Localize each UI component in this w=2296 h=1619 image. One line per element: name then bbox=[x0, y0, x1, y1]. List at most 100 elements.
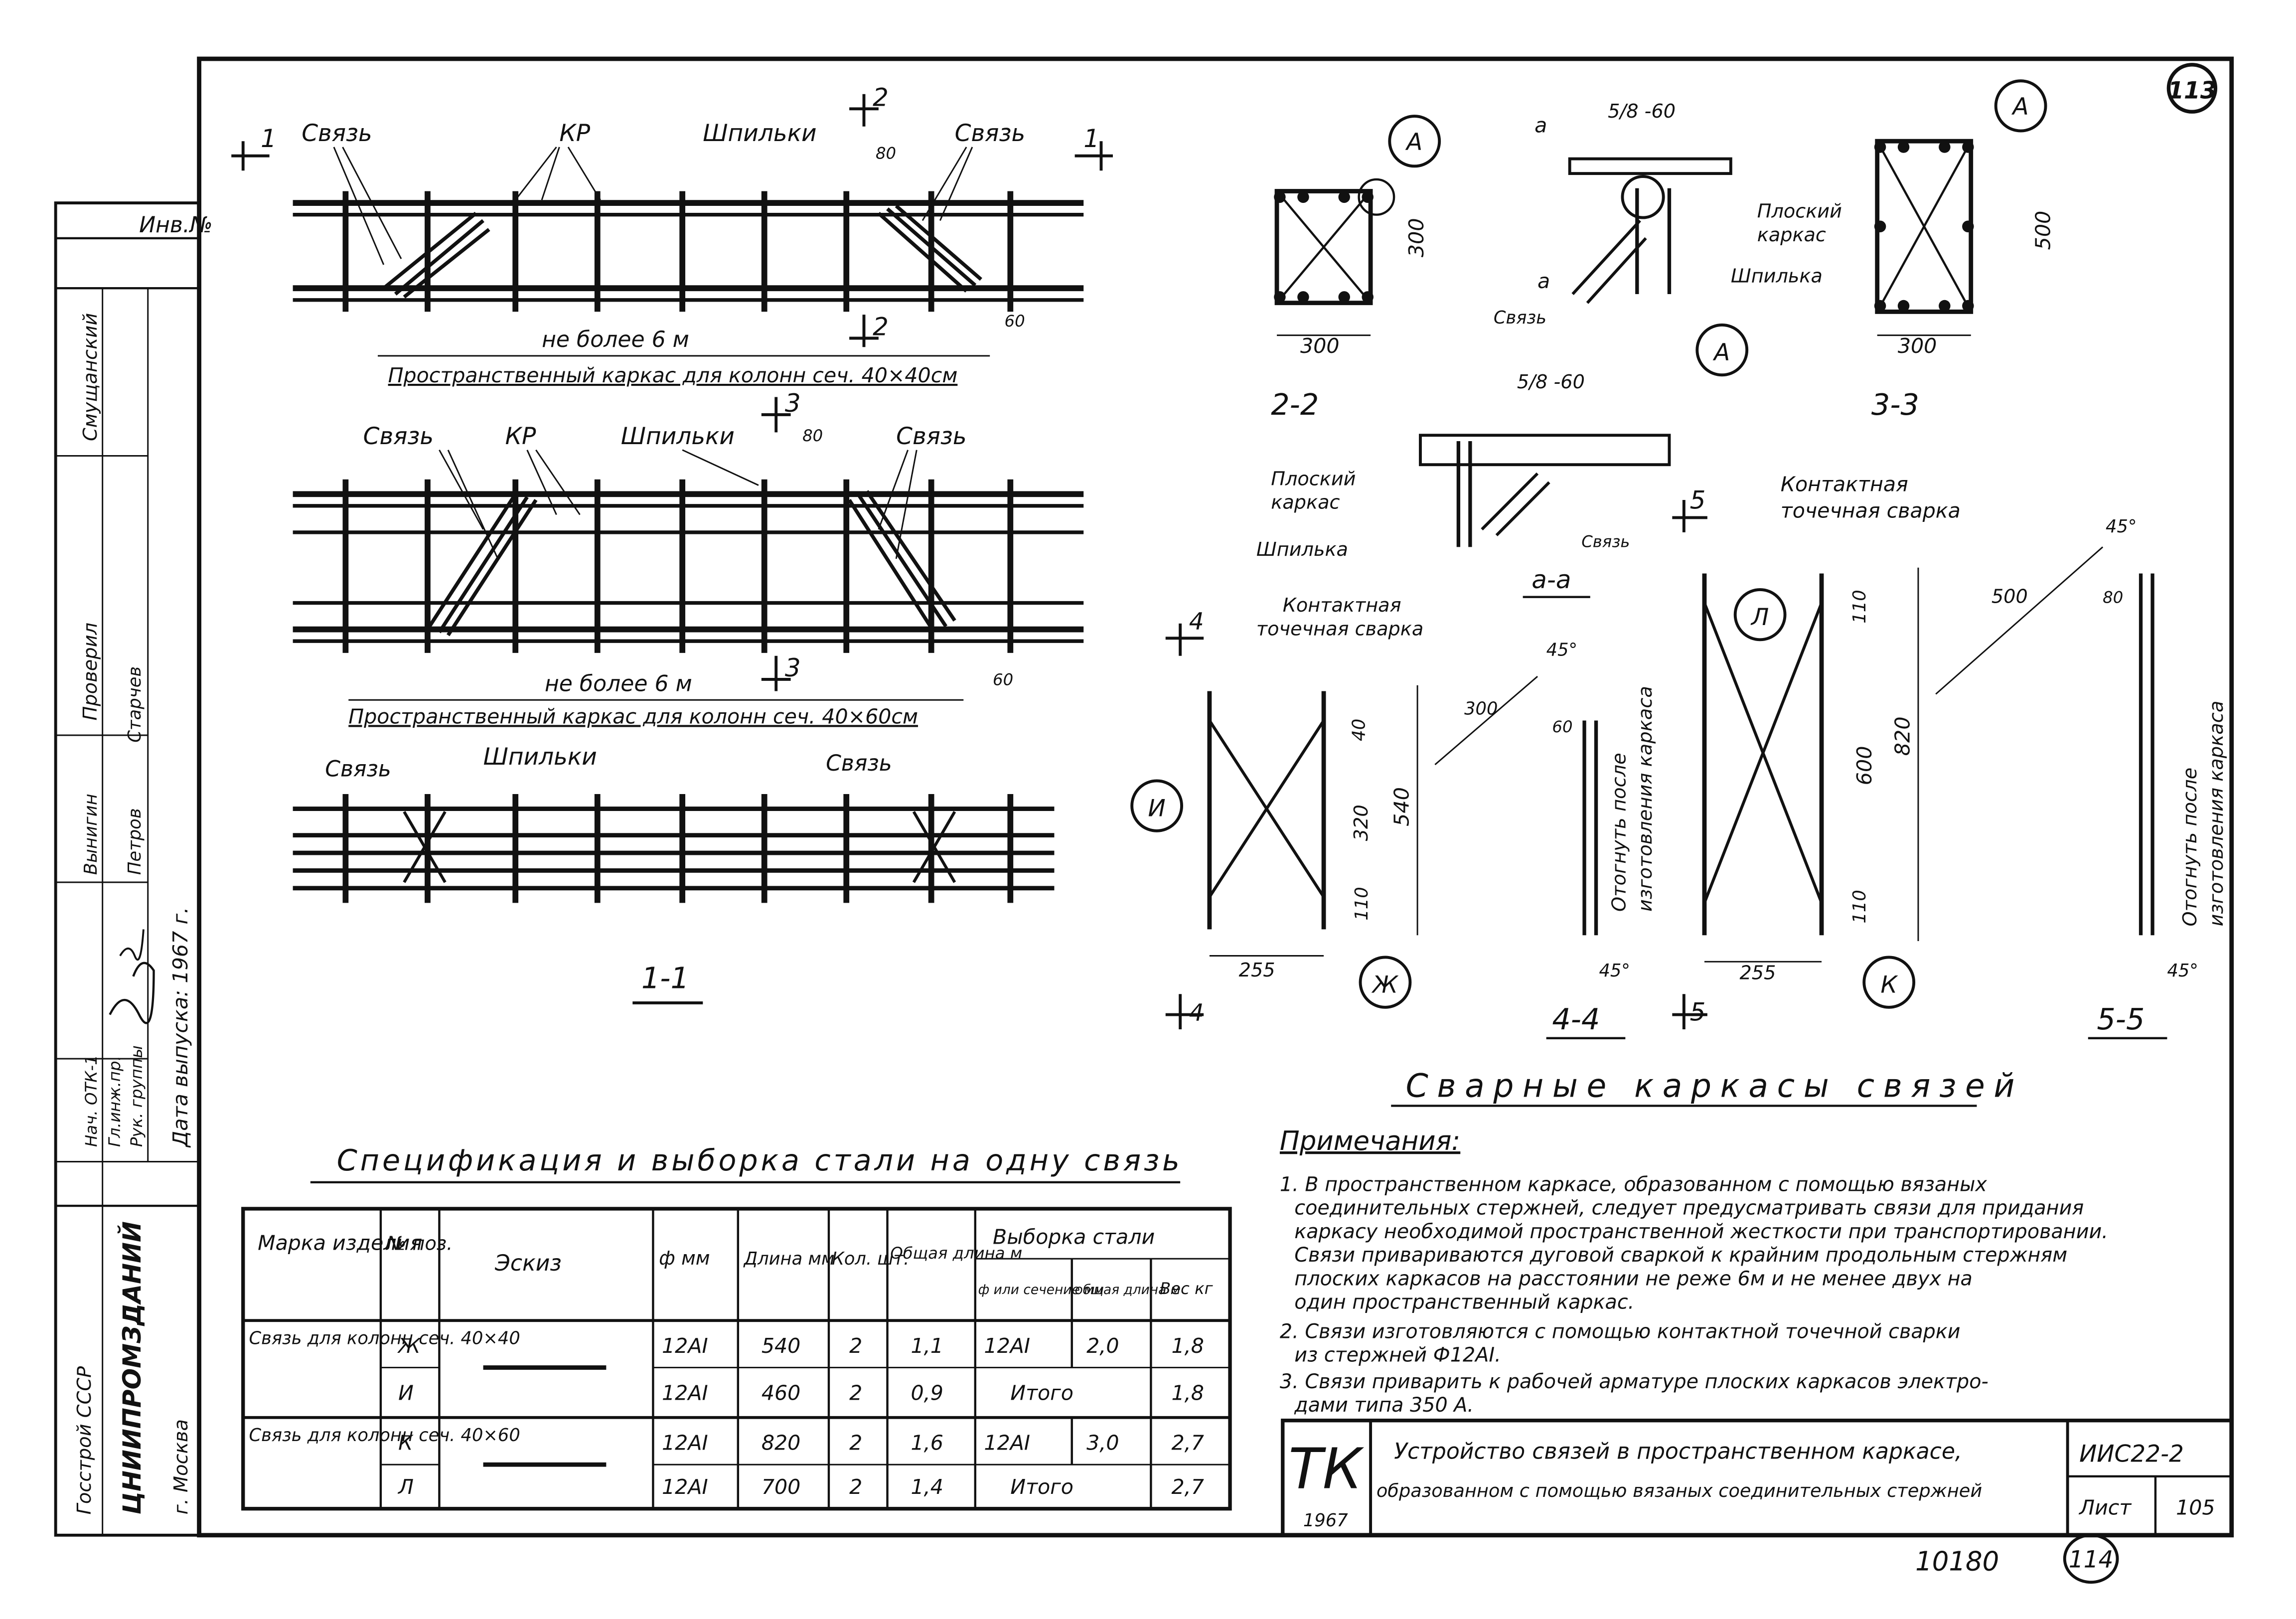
label-spec-groups-1-rows-1-phi: 12АI bbox=[662, 1475, 708, 1499]
label-kr-2: КР bbox=[505, 423, 536, 450]
org-institute: ЦНИИПРОМЗДАНИЙ bbox=[117, 1221, 147, 1515]
note-line-6: один пространственный каркас. bbox=[1294, 1291, 1634, 1313]
label-spec-groups-0-rows-0-qty: 2 bbox=[849, 1334, 862, 1358]
label-views-dims-d80: 80 bbox=[2103, 588, 2123, 607]
note-line-10: дами типа 350 А. bbox=[1294, 1394, 1474, 1417]
label-views-dims-d500: 500 bbox=[1991, 585, 2028, 608]
label-spec-groups-0-rows-0-s_w: 1,8 bbox=[1172, 1334, 1204, 1358]
sheet-label: Лист bbox=[2078, 1495, 2132, 1519]
drawing-number: 10180 bbox=[1915, 1547, 1999, 1577]
label-views-dims-d820: 820 bbox=[1890, 717, 1914, 756]
label-views-kontakt1: Контактная bbox=[1781, 472, 1908, 496]
mark-i: И bbox=[1148, 795, 1166, 822]
label-spec-groups-0-rows-1-len: 460 bbox=[762, 1381, 800, 1405]
label-spec-groups-1-rows-0-total: 1,6 bbox=[911, 1431, 943, 1455]
org-gosstroy: Госстрой СССР bbox=[73, 1366, 96, 1515]
left-stamp: Инв.№ Смущанский Проверил Вынигин Петров… bbox=[54, 201, 213, 1537]
hdr-mark: Марка изделия bbox=[258, 1231, 422, 1255]
checker-name: Смущанский bbox=[79, 313, 102, 441]
label-spec-groups-0-rows-0-pos: Ж bbox=[397, 1334, 421, 1358]
label-views-svyaz: Связь bbox=[1494, 308, 1546, 328]
label-views-dims-d500: 500 bbox=[2031, 211, 2055, 250]
label-spec-groups-0-rows-1-qty: 2 bbox=[849, 1381, 862, 1405]
label-views-dims-cut2: 2 bbox=[873, 313, 889, 341]
label-views-dims-d540: 540 bbox=[1390, 787, 1414, 826]
label-views-svyaz: Связь bbox=[325, 757, 391, 782]
label-views-otognut2: изготовления каркаса bbox=[2205, 701, 2228, 927]
label-views-kontakt2: точечная сварка bbox=[1781, 498, 1961, 522]
hdr-sketch: Эскиз bbox=[494, 1251, 562, 1276]
role-1: Нач. ОТК-1 bbox=[82, 1055, 101, 1147]
section-label-2-2: 2-2 bbox=[1271, 387, 1319, 422]
label-views-dims-d80: 80 bbox=[802, 426, 823, 445]
label-views-dims-cut4: 4 bbox=[1189, 999, 1204, 1026]
spec-table: Марка изделия № поз. Эскиз ф мм Длина мм… bbox=[241, 1207, 1232, 1511]
view-title-40x40: Пространственный каркас для колонн сеч. … bbox=[388, 363, 958, 387]
label-views-dims-d60: 60 bbox=[1552, 717, 1572, 736]
note-line-2: соединительных стержней, следует предусм… bbox=[1294, 1197, 2084, 1220]
label-sheet-bottom_right_number: 114 bbox=[2069, 1546, 2114, 1574]
detail-a-ref-1: А bbox=[1405, 129, 1422, 156]
label-views-dims-d45: 45° bbox=[2106, 516, 2137, 537]
label-views-dims-cut1: 1 bbox=[261, 124, 277, 153]
section-label-a-a: а-а bbox=[1531, 565, 1571, 594]
section-label-4-4: 4-4 bbox=[1552, 1002, 1600, 1036]
mark-zh: Ж bbox=[1371, 971, 1399, 998]
note-line-5: плоских каркасов на расстоянии не реже 6… bbox=[1294, 1267, 1973, 1290]
group2-mark: Связь для колонн сеч. 40×60 bbox=[249, 1425, 520, 1446]
label-views-dims-cut2: 2 bbox=[873, 83, 889, 112]
detail-a-title: А bbox=[1712, 339, 1730, 366]
section-label-3-3: 3-3 bbox=[1871, 387, 1919, 422]
hdr-total: Общая длина м bbox=[890, 1244, 1022, 1263]
section-2-2: А 300 300 2-2 bbox=[1271, 115, 1441, 422]
label-spec-groups-0-rows-1-total: 0,9 bbox=[911, 1381, 943, 1405]
label-views-dims-d110: 110 bbox=[1849, 590, 1870, 624]
label-spec-groups-0-rows-0-total: 1,1 bbox=[911, 1334, 943, 1358]
label-spec-groups-1-rows-0-s_total: 3,0 bbox=[1086, 1431, 1119, 1455]
section-3-3: А 500 300 3-3 bbox=[1871, 79, 2055, 422]
label-views-svyaz: Связь bbox=[826, 751, 892, 776]
label-views-dims-d45: 45° bbox=[2167, 961, 2198, 981]
section-label-5-5: 5-5 bbox=[2097, 1002, 2144, 1036]
label-spec-groups-1-rows-0-s_w: 2,7 bbox=[1172, 1431, 1204, 1455]
label-views-dims-d45: 45° bbox=[1599, 961, 1630, 981]
section-label-1-1: 1-1 bbox=[641, 961, 689, 995]
label-views-dims-cuta: а bbox=[1534, 113, 1547, 137]
label-spec-groups-0-rows-1-pos: И bbox=[398, 1381, 414, 1405]
note-ne-bolee-1: не более 6 м bbox=[542, 327, 689, 352]
label-spec-groups-1-rows-0-phi: 12АI bbox=[662, 1431, 708, 1455]
label-views-dims-d300: 300 bbox=[1404, 218, 1428, 257]
label-views-otognut2: изготовления каркаса bbox=[1634, 686, 1657, 912]
section-5-5: Отогнуть после изготовления каркаса 500 … bbox=[1935, 516, 2228, 1039]
label-views-weld1: 5/8 -60 bbox=[1517, 371, 1585, 393]
label-views-otognut1: Отогнуть после bbox=[1608, 753, 1630, 912]
label-views-dims-cut3: 3 bbox=[785, 389, 801, 418]
label-spec-groups-0-rows-0-phi: 12АI bbox=[662, 1334, 708, 1358]
label-views-ploskiy1: Плоский bbox=[1757, 200, 1842, 223]
panel-5: Контактная точечная сварка 110 600 820 1… bbox=[1672, 472, 1961, 1030]
tk-year: 1967 bbox=[1303, 1510, 1348, 1531]
hdr-pos: № поз. bbox=[386, 1232, 453, 1255]
hdr-sub-weight: Вес кг bbox=[1160, 1279, 1214, 1298]
label-views-dims-d40: 40 bbox=[1349, 719, 1369, 741]
release-date: Дата выпуска: 1967 г. bbox=[168, 907, 192, 1148]
caption-welded-frames: Сварные каркасы связей bbox=[1406, 1068, 2023, 1105]
label-sheet-corner_number: 113 bbox=[2167, 77, 2216, 105]
label-views-dims-d300: 300 bbox=[1464, 699, 1498, 719]
label-views-dims-d45: 45° bbox=[1546, 640, 1577, 660]
detail-a: 5/8 -60 а а Плоский каркас Шпилька Связь… bbox=[1494, 100, 1842, 377]
label-views-dims-d320: 320 bbox=[1350, 805, 1373, 841]
label-views-ploskiy2: каркас bbox=[1757, 224, 1826, 246]
label-views-dims-d600: 600 bbox=[1852, 746, 1876, 786]
sheet-number: 105 bbox=[2176, 1495, 2215, 1519]
org-city: г. Москва bbox=[170, 1419, 192, 1514]
label-views-dims-d300: 300 bbox=[1898, 334, 1937, 358]
label-views-dims-d60: 60 bbox=[993, 670, 1013, 689]
label-views-shpilka: Шпилька bbox=[1256, 538, 1348, 561]
notes-title: Примечания: bbox=[1280, 1126, 1460, 1156]
label-spec-groups-1-rows-1-s_w: 2,7 bbox=[1172, 1475, 1204, 1499]
person-3: Старчев bbox=[125, 666, 145, 743]
label-views-weld1: 5/8 -60 bbox=[1608, 100, 1676, 123]
mark-l: Л bbox=[1750, 604, 1769, 631]
